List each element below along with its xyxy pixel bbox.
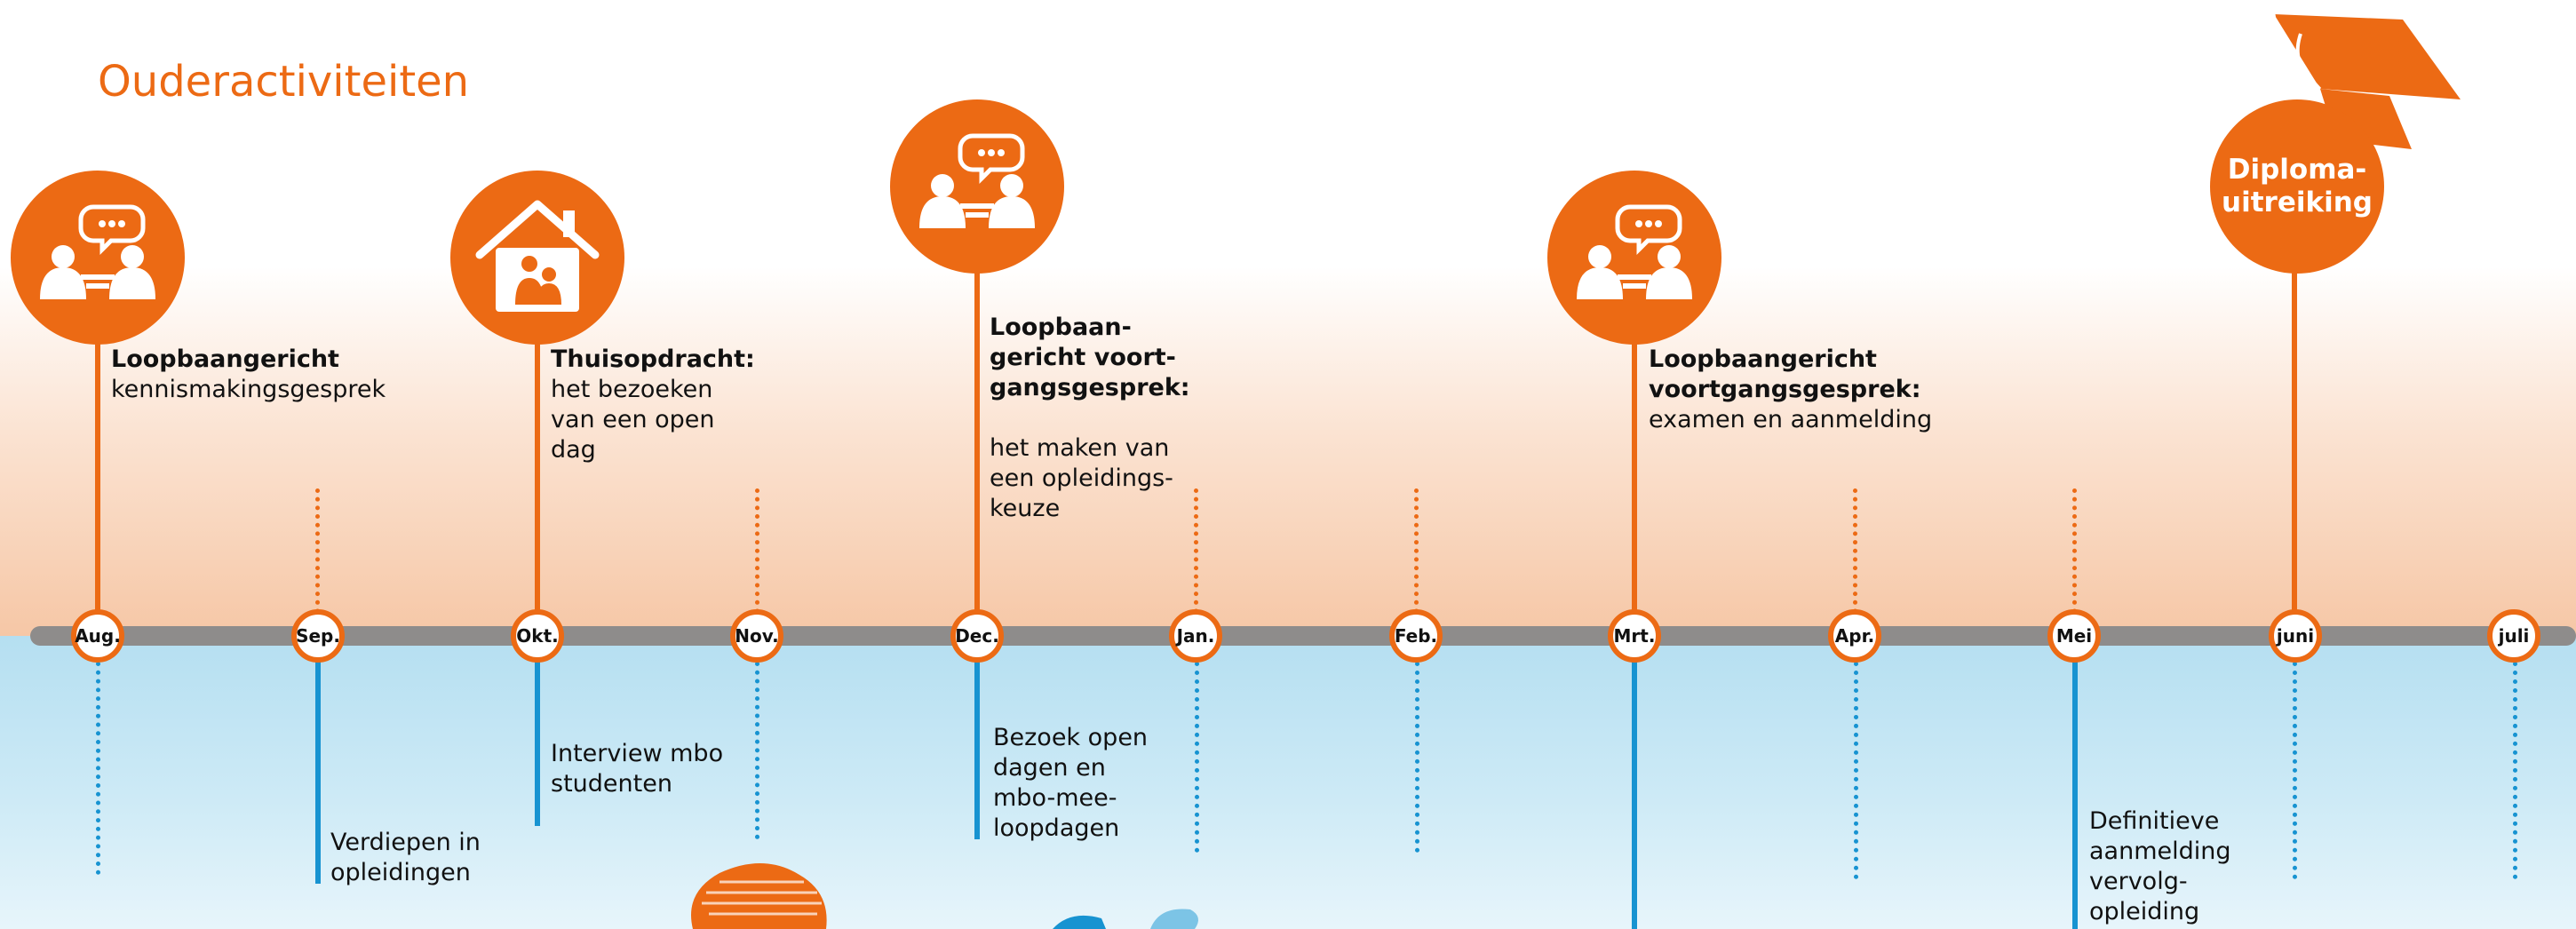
timeline-bar bbox=[30, 626, 2576, 646]
sep-bottom-line bbox=[315, 662, 321, 884]
event-dec-circle bbox=[890, 99, 1064, 274]
month-marker-mrt: Mrt. bbox=[1608, 609, 1661, 663]
month-marker-juni: juni bbox=[2269, 609, 2322, 663]
event-aug-text: kennismakingsgesprek bbox=[111, 376, 386, 403]
diploma-uitreiking-label: Diploma- uitreiking bbox=[2222, 154, 2373, 218]
mei-top-dotted-line bbox=[2072, 488, 2077, 631]
month-marker-nov: Nov. bbox=[730, 609, 783, 663]
event-mrt-label: Loopbaangericht voortgangsgesprek: exame… bbox=[1649, 345, 1932, 435]
event-aug-label: Loopbaangericht kennismakingsgesprek bbox=[111, 345, 386, 405]
event-okt-bottom-label: Interview mbo studenten bbox=[551, 739, 723, 799]
event-okt-label: Thuisopdracht: het bezoeken van een open… bbox=[551, 345, 755, 465]
event-mrt-title: Loopbaangericht voortgangsgesprek: bbox=[1649, 345, 1921, 403]
aug-top-line bbox=[95, 258, 100, 631]
event-sep-bottom-text: Verdiepen in opleidingen bbox=[330, 829, 481, 886]
event-mrt-circle bbox=[1547, 171, 1721, 345]
month-marker-sep: Sep. bbox=[291, 609, 345, 663]
juni-top-line bbox=[2292, 258, 2297, 631]
event-okt-title: Thuisopdracht: bbox=[551, 345, 755, 373]
month-marker-okt: Okt. bbox=[511, 609, 564, 663]
event-okt-circle bbox=[450, 171, 624, 345]
event-mei-bottom-text: Definitieve aanmelding vervolg- opleidin… bbox=[2089, 807, 2231, 925]
month-marker-dec: Dec. bbox=[950, 609, 1004, 663]
decorative-orange-sketch bbox=[691, 862, 827, 929]
mei-bottom-line bbox=[2072, 662, 2078, 929]
top-background bbox=[0, 0, 2576, 636]
decorative-blue-sketch bbox=[1053, 909, 1198, 929]
page-title: Ouderactiviteiten bbox=[98, 57, 470, 107]
event-mei-bottom-label: Definitieve aanmelding vervolg- opleidin… bbox=[2089, 806, 2231, 927]
feb-top-dotted-line bbox=[1414, 488, 1419, 631]
juni-bottom-dotted-line bbox=[2293, 662, 2297, 879]
jan-top-dotted-line bbox=[1194, 488, 1198, 631]
event-dec-title: Loopbaan- gericht voort- gangsgesprek: bbox=[990, 314, 1190, 401]
month-marker-aug: Aug. bbox=[71, 609, 124, 663]
aug-bottom-dotted-line bbox=[96, 662, 100, 875]
conversation-icon bbox=[919, 133, 1035, 228]
juli-bottom-dotted-line bbox=[2513, 662, 2517, 879]
feb-bottom-dotted-line bbox=[1415, 662, 1419, 853]
okt-bottom-line bbox=[535, 662, 540, 826]
conversation-icon bbox=[1577, 204, 1692, 299]
event-dec-bottom-label: Bezoek open dagen en mbo-mee- loopdagen bbox=[993, 723, 1148, 844]
event-dec-bottom-text: Bezoek open dagen en mbo-mee- loopdagen bbox=[993, 724, 1149, 842]
event-aug-circle bbox=[11, 171, 185, 345]
event-dec-text: het maken van een opleidings- keuze bbox=[990, 434, 1173, 522]
month-marker-apr: Apr. bbox=[1828, 609, 1881, 663]
dec-bottom-line bbox=[974, 662, 980, 839]
event-okt-bottom-text: Interview mbo studenten bbox=[551, 740, 724, 798]
month-marker-jan: Jan. bbox=[1169, 609, 1222, 663]
nov-bottom-dotted-line bbox=[755, 662, 759, 839]
nov-top-dotted-line bbox=[755, 488, 759, 631]
conversation-icon bbox=[40, 204, 155, 299]
event-sep-bottom-label: Verdiepen in opleidingen bbox=[330, 828, 481, 888]
event-aug-title: Loopbaangericht bbox=[111, 345, 339, 373]
house-family-icon bbox=[475, 200, 600, 312]
dec-top-line bbox=[974, 187, 980, 631]
event-dec-label: Loopbaan- gericht voort- gangsgesprek: h… bbox=[990, 282, 1190, 554]
event-okt-text: het bezoeken van een open dag bbox=[551, 376, 715, 464]
apr-top-dotted-line bbox=[1853, 488, 1857, 631]
okt-top-line bbox=[535, 258, 540, 631]
bottom-background bbox=[0, 636, 2576, 929]
jan-bottom-dotted-line bbox=[1195, 662, 1199, 853]
month-marker-juli: juli bbox=[2487, 609, 2540, 663]
event-mrt-text: examen en aanmelding bbox=[1649, 406, 1933, 433]
event-juni-circle: Diploma- uitreiking bbox=[2210, 99, 2384, 274]
apr-bottom-dotted-line bbox=[1854, 662, 1858, 879]
month-marker-feb: Feb. bbox=[1389, 609, 1443, 663]
sep-top-dotted-line bbox=[315, 488, 320, 631]
mrt-bottom-line bbox=[1632, 662, 1637, 929]
mrt-top-line bbox=[1632, 258, 1637, 631]
month-marker-mei: Mei bbox=[2047, 609, 2101, 663]
